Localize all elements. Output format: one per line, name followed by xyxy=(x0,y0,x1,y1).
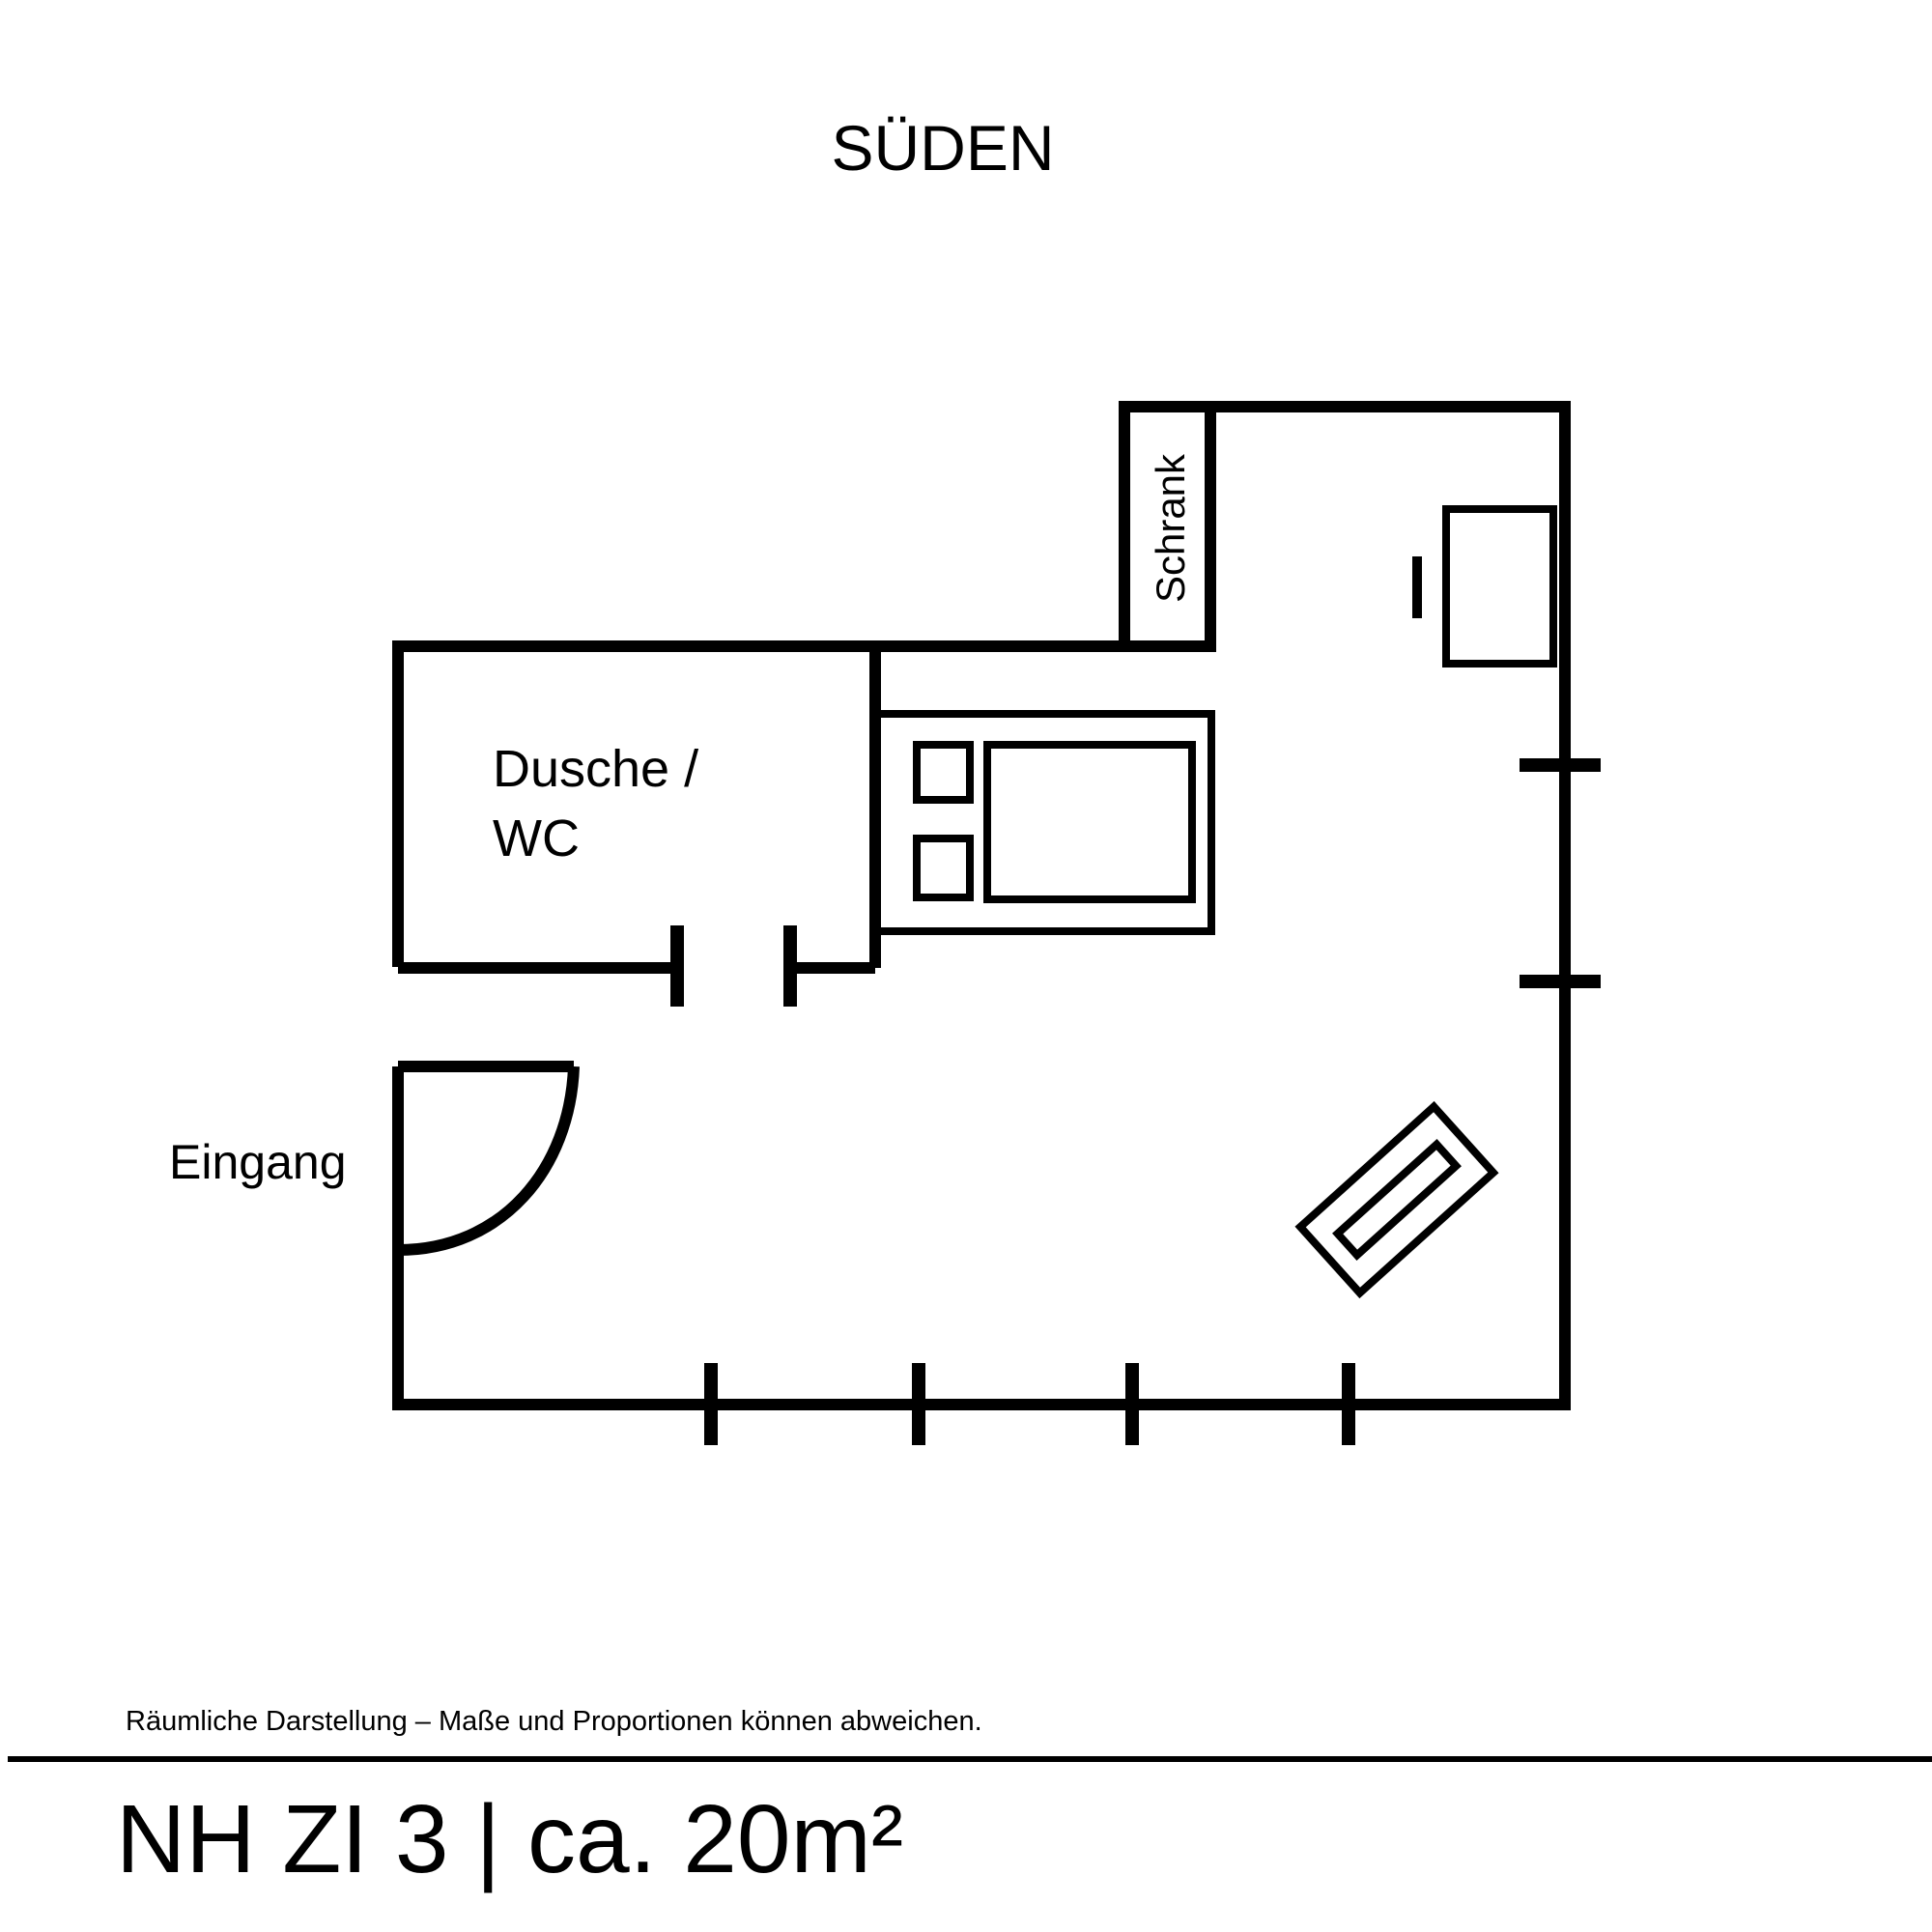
bathroom-walls xyxy=(398,646,881,1007)
orientation-label: SÜDEN xyxy=(831,112,1054,184)
wardrobe-label: Schrank xyxy=(1148,453,1193,603)
rug-icon xyxy=(1294,1100,1499,1299)
desk xyxy=(1442,505,1557,668)
bathroom-label-line2: WC xyxy=(493,810,580,867)
outer-walls xyxy=(392,401,1571,1410)
bathroom-label-line1: Dusche / xyxy=(493,740,698,798)
bed-pillow-2 xyxy=(913,835,974,901)
window-marker-icon xyxy=(1520,758,1601,988)
wardrobe xyxy=(1119,401,1216,652)
bed-icon xyxy=(871,710,1215,935)
door-swing-icon xyxy=(397,1065,580,1256)
wardrobe-outline xyxy=(1119,401,1216,652)
window-markers-bottom xyxy=(704,1363,1355,1445)
title-divider xyxy=(8,1756,1932,1762)
disclaimer-text: Räumliche Darstellung – Maße und Proport… xyxy=(126,1706,982,1737)
bed-frame xyxy=(871,710,1215,935)
entrance-door xyxy=(392,1061,580,1405)
bed-mattress xyxy=(983,741,1196,903)
plan-title: NH ZI 3 | ca. 20m² xyxy=(116,1785,903,1893)
rug-outer xyxy=(1294,1100,1499,1299)
bed-pillow-1 xyxy=(913,741,974,804)
rug-inner xyxy=(1332,1139,1462,1261)
wall-main xyxy=(392,401,1571,1410)
entrance-label: Eingang xyxy=(169,1135,347,1189)
desk-icon xyxy=(1412,505,1557,668)
